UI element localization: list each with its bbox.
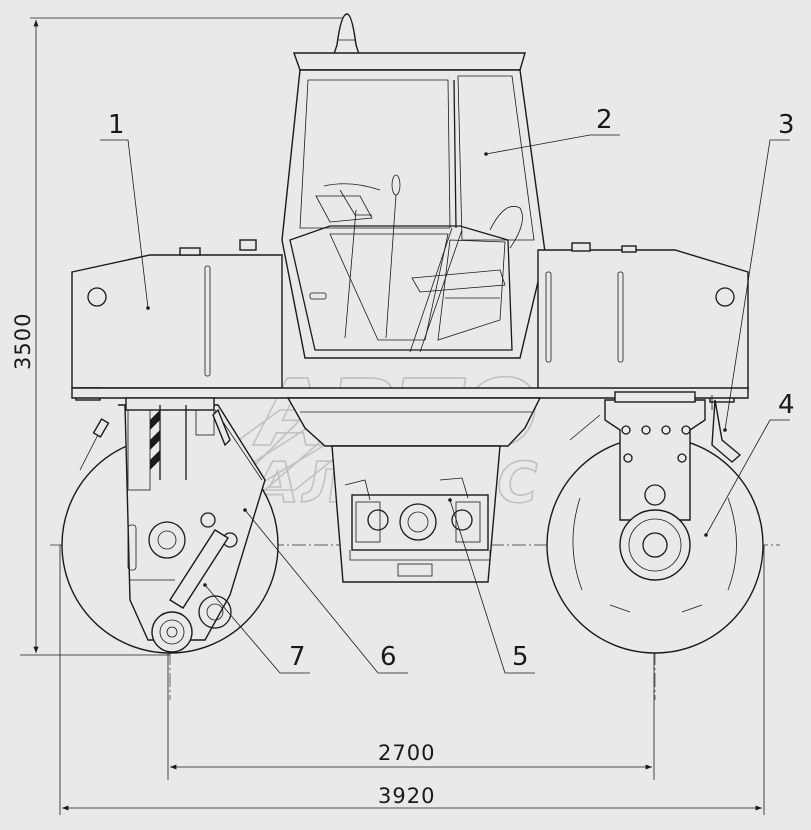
part-label-4: 4 <box>778 390 795 420</box>
part-label-3: 3 <box>778 110 795 140</box>
dimension-overall-length: 3920 <box>378 784 435 808</box>
leader-lines <box>100 134 790 674</box>
part-label-5: 5 <box>512 642 529 672</box>
part-label-6: 6 <box>380 642 397 672</box>
rear-hood <box>71 239 283 401</box>
front-hood <box>537 242 749 403</box>
hazard-stripes-icon <box>150 410 160 470</box>
dimension-wheelbase: 2700 <box>378 741 435 765</box>
part-label-7: 7 <box>289 642 306 672</box>
dimension-lines <box>20 17 765 815</box>
engine-assembly <box>344 477 491 561</box>
dimension-height: 3500 <box>11 313 35 370</box>
part-label-2: 2 <box>596 105 613 135</box>
rear-drum <box>61 397 279 654</box>
front-drum <box>546 391 764 654</box>
part-label-1: 1 <box>108 110 125 140</box>
operator-cab <box>281 52 546 359</box>
